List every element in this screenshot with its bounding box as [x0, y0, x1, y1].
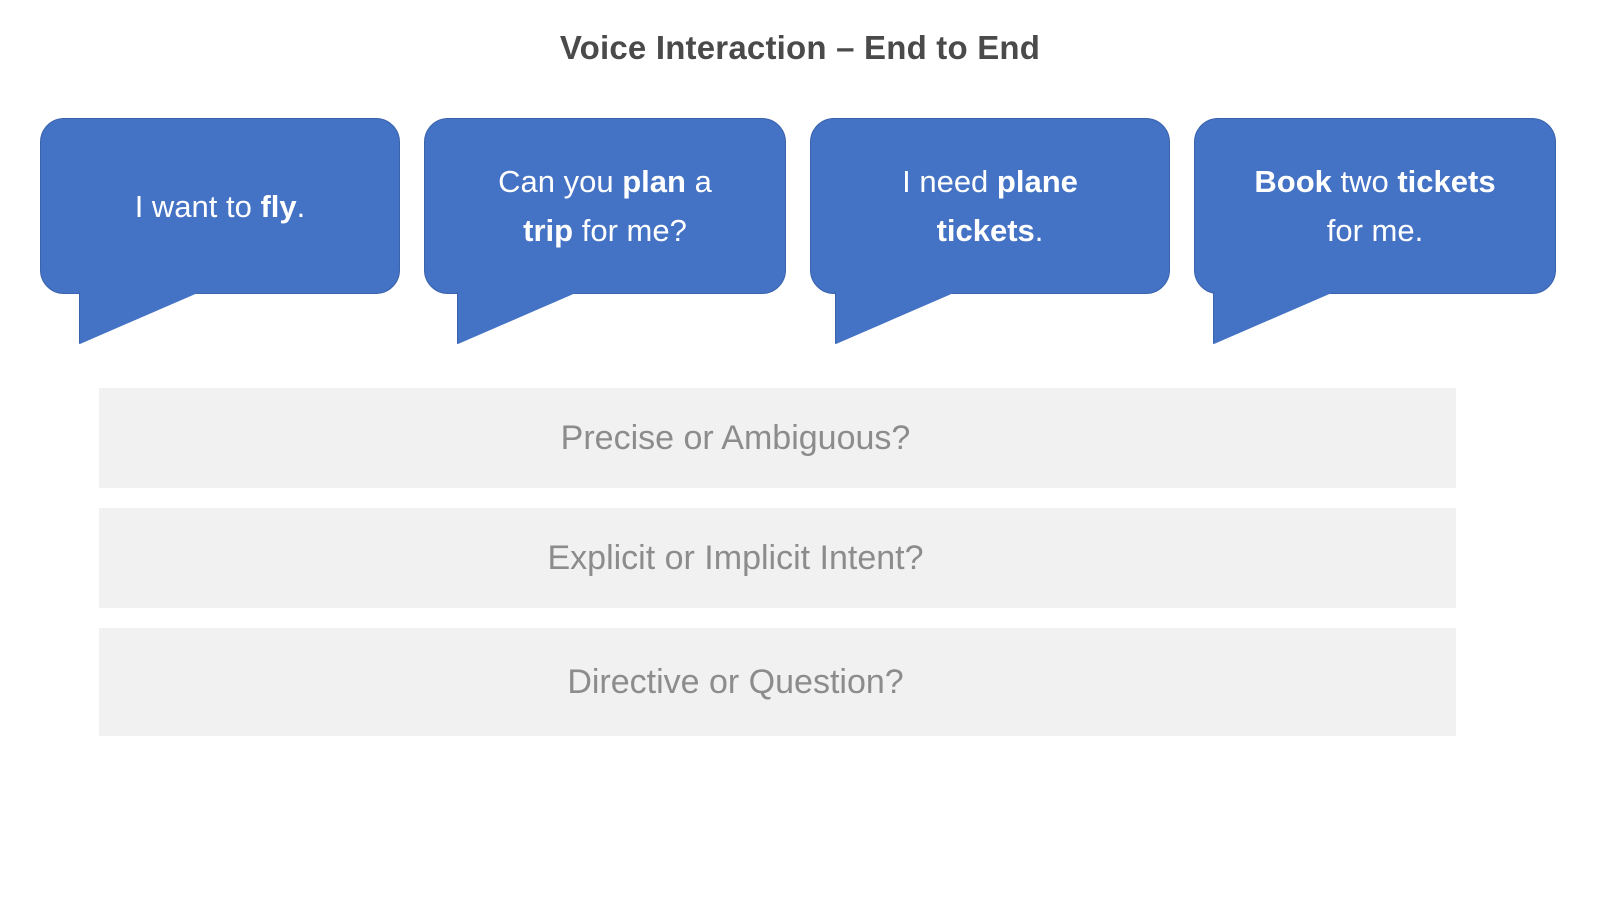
- question-bar-precise-ambiguous[interactable]: Precise or Ambiguous?: [99, 388, 1456, 488]
- speech-bubble-tail-icon: [458, 292, 578, 344]
- question-bar-label: Directive or Question?: [567, 663, 904, 701]
- speech-bubble-tail-icon: [836, 292, 956, 344]
- speech-bubble-text: I want to fly.: [134, 188, 306, 224]
- question-bar-label: Precise or Ambiguous?: [560, 419, 911, 457]
- question-bar-label: Explicit or Implicit Intent?: [547, 539, 924, 577]
- speech-bubble-tail-icon: [1214, 292, 1334, 344]
- question-bar-directive-question[interactable]: Directive or Question?: [99, 628, 1456, 736]
- question-bar-list: Precise or Ambiguous? Explicit or Implic…: [99, 388, 1456, 736]
- question-bar-explicit-implicit[interactable]: Explicit or Implicit Intent?: [99, 508, 1456, 608]
- speech-bubble-fly[interactable]: I want to fly.: [40, 118, 400, 294]
- speech-bubble-tail-icon: [80, 292, 200, 344]
- page-title: Voice Interaction – End to End: [559, 29, 1041, 66]
